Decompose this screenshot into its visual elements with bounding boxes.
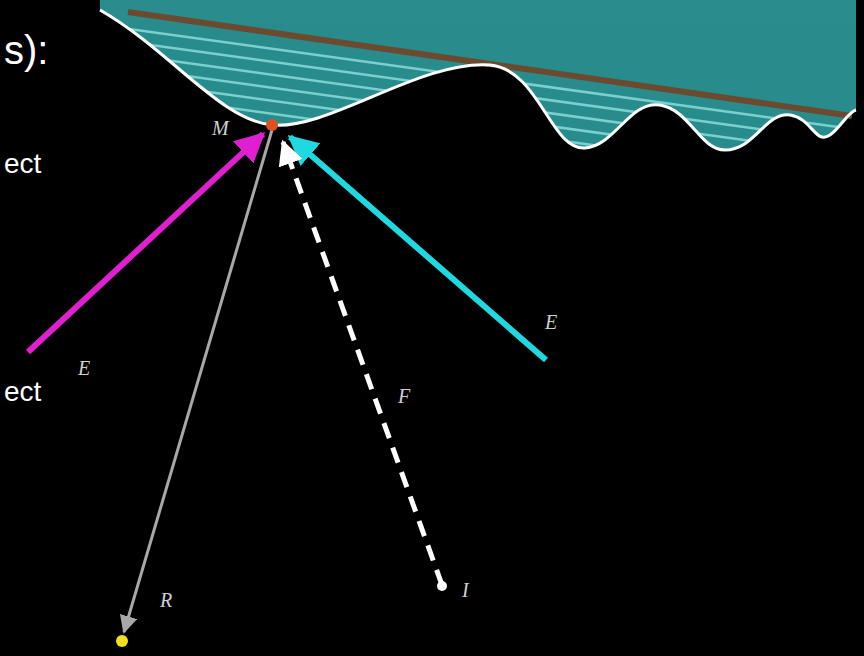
vector-label: E xyxy=(545,312,557,332)
point-i xyxy=(437,581,447,591)
vector-r xyxy=(124,130,272,632)
vector-e-right xyxy=(290,137,546,360)
water-stripe xyxy=(100,64,860,169)
vector-label: E xyxy=(78,358,90,378)
point-r xyxy=(116,635,128,647)
point-label: M xyxy=(212,118,229,138)
wave-surface xyxy=(100,10,856,150)
slide-text: s): xyxy=(4,30,48,70)
vector-label: R xyxy=(160,590,172,610)
water-stripe xyxy=(100,25,860,130)
water-stripe xyxy=(100,38,860,143)
slide-text: ect xyxy=(4,150,41,178)
vector-f xyxy=(283,142,442,585)
water-body xyxy=(100,0,860,195)
slide-text: ect xyxy=(4,378,41,406)
vector-label: F xyxy=(398,386,410,406)
water-stripe xyxy=(100,77,860,182)
point-m xyxy=(266,119,278,131)
vector-e-left xyxy=(28,134,263,352)
point-label: I xyxy=(462,580,469,600)
